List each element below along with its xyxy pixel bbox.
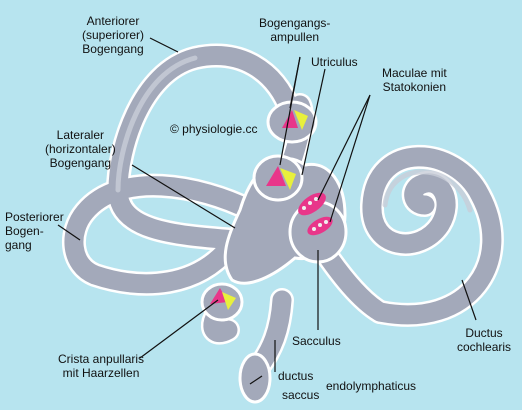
sacculus-label: Sacculus [292, 334, 341, 348]
saccus-endolymphaticus [238, 352, 272, 404]
vestibule [200, 100, 348, 404]
posterior-canal-label: Posteriorer Bogen- gang [5, 210, 64, 252]
lateral-canal-label: Lateraler (horizontaler) Bogengang [45, 128, 116, 170]
utriculus-label: Utriculus [311, 55, 358, 69]
leader-lines [57, 37, 477, 385]
ductus-label: ductus [278, 369, 314, 383]
cristae [210, 110, 308, 310]
crista-label: Crista anpullaris mit Haarzellen [58, 352, 145, 380]
ampullae-label: Bogengangs- ampullen [259, 16, 331, 44]
maculae-label: Maculae mit Statokonien [382, 66, 447, 94]
anterior-canal-label: Anteriorer (superiorer) Bogengang [82, 14, 145, 56]
endolymphaticus-label: endolymphaticus [326, 379, 417, 393]
ductus-cochlearis-label: Ductus cochlearis [457, 326, 512, 354]
ductus-cochlearis-spiral [362, 147, 502, 325]
copyright-text: © physiologie.cc [170, 122, 258, 136]
saccus-label: saccus [282, 388, 320, 402]
posterior-canal [64, 176, 260, 294]
